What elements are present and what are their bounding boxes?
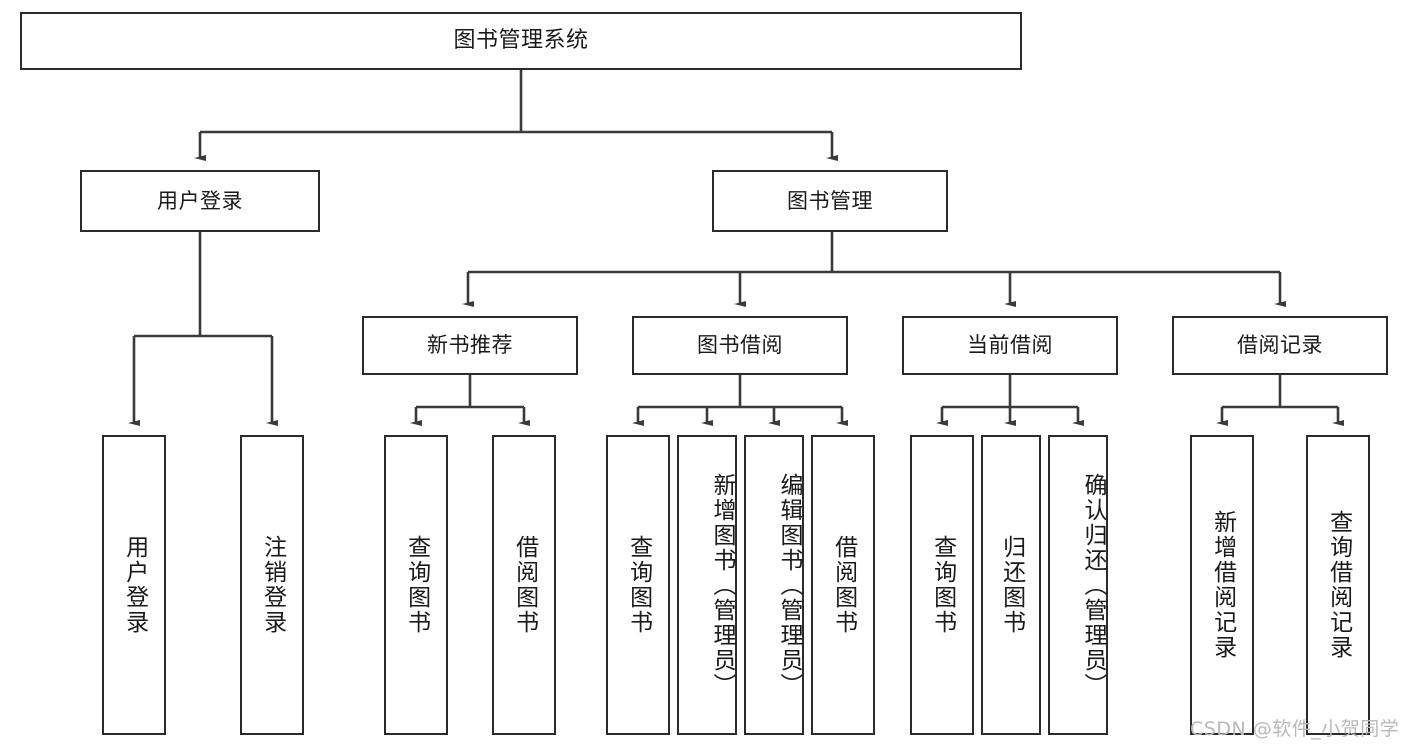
leaf-label: 编辑图书（管理员） bbox=[776, 472, 802, 698]
leaf-label: 归还图书 bbox=[998, 535, 1025, 635]
leaf-label: 查询图书 bbox=[929, 535, 956, 635]
leaf-label: 借阅图书 bbox=[511, 535, 538, 635]
node-book-management[interactable]: 图书管理 bbox=[712, 170, 948, 232]
node-leaf-edit-book-admin[interactable]: 编辑图书（管理员） bbox=[744, 435, 804, 735]
node-borrow-record[interactable]: 借阅记录 bbox=[1172, 316, 1388, 375]
node-leaf-add-borrow-record[interactable]: 新增借阅记录 bbox=[1190, 435, 1254, 735]
leaf-label: 注销登录 bbox=[259, 535, 286, 635]
leaf-label: 借阅图书 bbox=[830, 535, 857, 635]
leaf-label: 查询借阅记录 bbox=[1325, 510, 1352, 660]
node-leaf-return-book[interactable]: 归还图书 bbox=[981, 435, 1041, 735]
node-leaf-confirm-return-admin[interactable]: 确认归还（管理员） bbox=[1048, 435, 1108, 735]
node-leaf-query-book-recommend[interactable]: 查询图书 bbox=[384, 435, 448, 735]
leaf-label: 新增图书（管理员） bbox=[709, 472, 735, 698]
leaf-label: 确认归还（管理员） bbox=[1080, 472, 1106, 698]
node-leaf-query-borrow-record[interactable]: 查询借阅记录 bbox=[1306, 435, 1370, 735]
node-new-book-recommend[interactable]: 新书推荐 bbox=[362, 316, 578, 375]
leaf-label: 查询图书 bbox=[625, 535, 652, 635]
node-current-borrow[interactable]: 当前借阅 bbox=[902, 316, 1118, 375]
leaf-label: 用户登录 bbox=[121, 535, 148, 635]
node-book-borrow[interactable]: 图书借阅 bbox=[632, 316, 848, 375]
node-leaf-query-book-current[interactable]: 查询图书 bbox=[910, 435, 974, 735]
node-leaf-borrow-book[interactable]: 借阅图书 bbox=[811, 435, 875, 735]
leaf-label: 查询图书 bbox=[403, 535, 430, 635]
node-leaf-query-book-borrow[interactable]: 查询图书 bbox=[606, 435, 670, 735]
csdn-watermark: CSDN @软件_小贺同学 bbox=[1190, 718, 1400, 740]
node-leaf-borrow-book-recommend[interactable]: 借阅图书 bbox=[492, 435, 556, 735]
node-leaf-add-book-admin[interactable]: 新增图书（管理员） bbox=[677, 435, 737, 735]
node-root-system[interactable]: 图书管理系统 bbox=[20, 12, 1022, 70]
leaf-label: 新增借阅记录 bbox=[1209, 510, 1236, 660]
node-user-login[interactable]: 用户登录 bbox=[80, 170, 320, 232]
node-leaf-user-login[interactable]: 用户登录 bbox=[102, 435, 166, 735]
node-leaf-logout[interactable]: 注销登录 bbox=[240, 435, 304, 735]
